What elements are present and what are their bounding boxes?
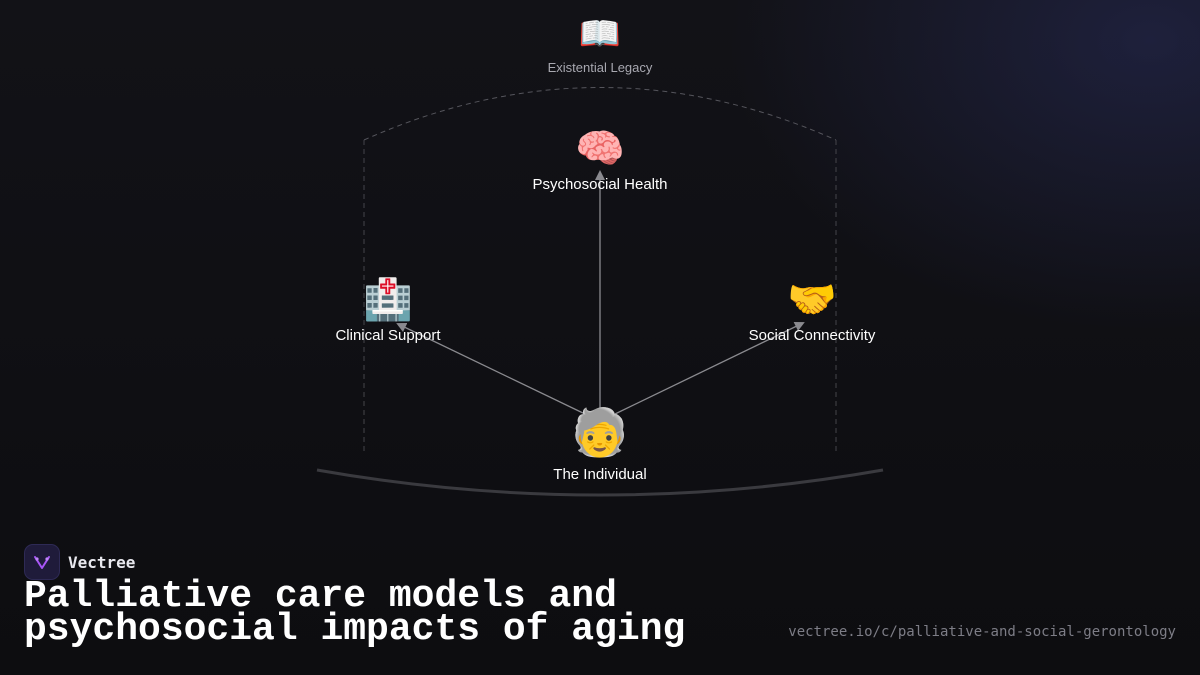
node-the-individual: 🧓 The Individual: [553, 406, 646, 483]
base-arc: [316, 468, 884, 497]
node-label: Social Connectivity: [748, 327, 876, 344]
page-title: Palliative care models and psychosocial …: [24, 578, 744, 649]
hospital-icon: 🏥: [363, 277, 413, 323]
brand-name: Vectree: [68, 552, 136, 572]
handshake-icon: 🤝: [787, 277, 837, 323]
open-book-icon: 📖: [578, 14, 622, 54]
node-psychosocial-health: 🧠 Psychosocial Health: [532, 126, 667, 193]
node-label: Existential Legacy: [547, 60, 653, 75]
node-label: Clinical Support: [335, 327, 441, 344]
brand: Vectree: [24, 544, 135, 580]
node-social-connectivity: 🤝 Social Connectivity: [749, 277, 876, 344]
title-line-2: psychosocial impacts of aging: [24, 608, 686, 651]
source-url: vectree.io/c/palliative-and-social-geron…: [788, 624, 1176, 640]
title-line-1: Palliative care models and: [24, 575, 617, 618]
node-existential-legacy: 📖 Existential Legacy: [548, 14, 653, 75]
edge-individual-to-social: [614, 321, 805, 415]
older-person-icon: 🧓: [571, 405, 629, 459]
node-clinical-support: 🏥 Clinical Support: [335, 277, 440, 344]
outer-dashed-arc: [363, 87, 837, 141]
node-label: The Individual: [553, 466, 647, 483]
brain-icon: 🧠: [575, 126, 625, 172]
node-label: Psychosocial Health: [532, 176, 668, 193]
vectree-logo-icon: [24, 544, 60, 580]
edge-individual-to-clinical: [396, 322, 586, 415]
